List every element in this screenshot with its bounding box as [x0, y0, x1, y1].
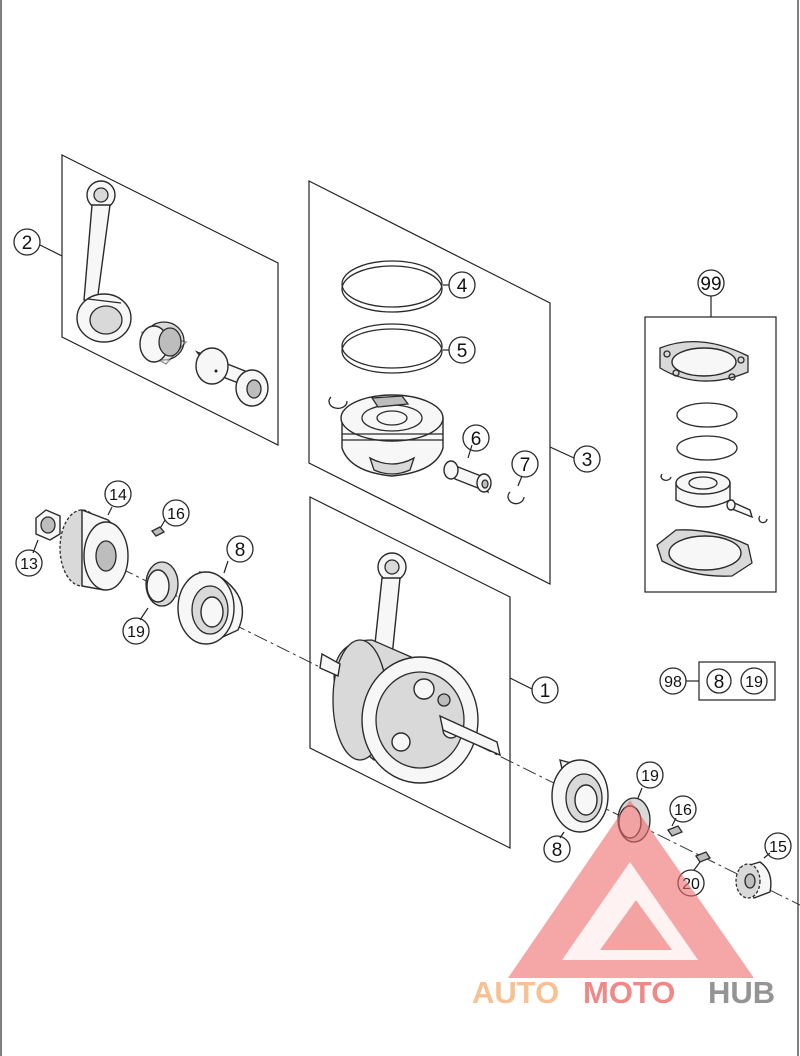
rod-bearing	[139, 321, 188, 365]
piston-panel: 4 5 6	[308, 180, 601, 585]
head-gasket	[659, 340, 749, 382]
callout-13: 13	[20, 556, 38, 573]
gasket-kit-piston	[675, 471, 731, 508]
piston-pin-clip	[328, 396, 348, 410]
crankshaft-panel-frame	[309, 496, 511, 849]
callout-1: 1	[540, 681, 551, 702]
gasket-kit-panel: 99	[644, 269, 777, 593]
watermark-moto: MOTO	[583, 975, 675, 1010]
watermark-logo-triangle	[508, 800, 754, 978]
base-gasket	[656, 529, 753, 577]
callout-98: 98	[664, 674, 682, 691]
callout-19-right: 19	[641, 768, 659, 785]
connecting-rod	[76, 180, 132, 343]
callout-5: 5	[457, 341, 468, 362]
gasket-kit-clip	[660, 473, 672, 481]
connecting-rod-panel-frame	[61, 154, 279, 446]
callout-8-left: 8	[235, 540, 246, 561]
main-bearing-8-right	[551, 759, 609, 833]
callout-99: 99	[700, 274, 721, 295]
crankshaft-panel: 1	[119, 496, 800, 906]
gasket-kit-ring-1	[676, 402, 738, 428]
watermark-hub: HUB	[708, 975, 775, 1010]
piston-pin-clip-7	[507, 491, 525, 505]
bearing-kit-98: 98 8 19	[659, 661, 776, 701]
crankshaft-shaft-end	[319, 652, 501, 757]
crank-pin	[194, 347, 269, 407]
callout-7: 7	[520, 455, 531, 476]
kit-98-item-19: 19	[745, 674, 763, 691]
kit-98-frame	[698, 661, 776, 701]
gasket-kit-ring-2	[676, 435, 738, 461]
piston	[340, 394, 444, 477]
oil-seal-19-left	[145, 561, 179, 607]
woodruff-key-16	[150, 526, 166, 537]
callout-16-left: 16	[167, 506, 185, 523]
main-bearing-8-left	[177, 571, 244, 645]
callout-6: 6	[471, 429, 482, 450]
callout-15: 15	[769, 839, 787, 856]
callout-4: 4	[457, 276, 468, 297]
watermark-auto: AUTO	[472, 975, 559, 1010]
piston-panel-frame	[308, 180, 551, 585]
gear-14	[59, 508, 129, 591]
crankshaft-flywheels	[332, 639, 479, 784]
callout-14: 14	[109, 487, 127, 504]
gasket-kit-pin	[726, 499, 754, 519]
piston-ring-5	[341, 323, 443, 374]
nut-13	[35, 509, 61, 541]
callout-8-right: 8	[552, 840, 563, 861]
gasket-kit-clip-2	[758, 515, 768, 524]
piston-ring-4	[341, 260, 443, 313]
gear-15	[735, 861, 772, 899]
callout-19-left: 19	[127, 624, 145, 641]
kit-98-item-8: 8	[714, 672, 725, 693]
callout-circle-2	[13, 228, 41, 256]
connecting-rod-panel: 2	[13, 154, 279, 446]
callout-3: 3	[582, 450, 593, 471]
woodruff-key-20	[695, 851, 711, 863]
watermark: AUTO MOTO HUB	[472, 800, 775, 1010]
callout-2: 2	[22, 233, 33, 254]
gasket-kit-frame	[644, 316, 777, 593]
callout-16-right: 16	[674, 802, 692, 819]
left-shaft-parts: 13 14 16 19 8	[15, 480, 254, 645]
piston-pin	[443, 460, 492, 494]
woodruff-key-16-right	[667, 825, 683, 837]
